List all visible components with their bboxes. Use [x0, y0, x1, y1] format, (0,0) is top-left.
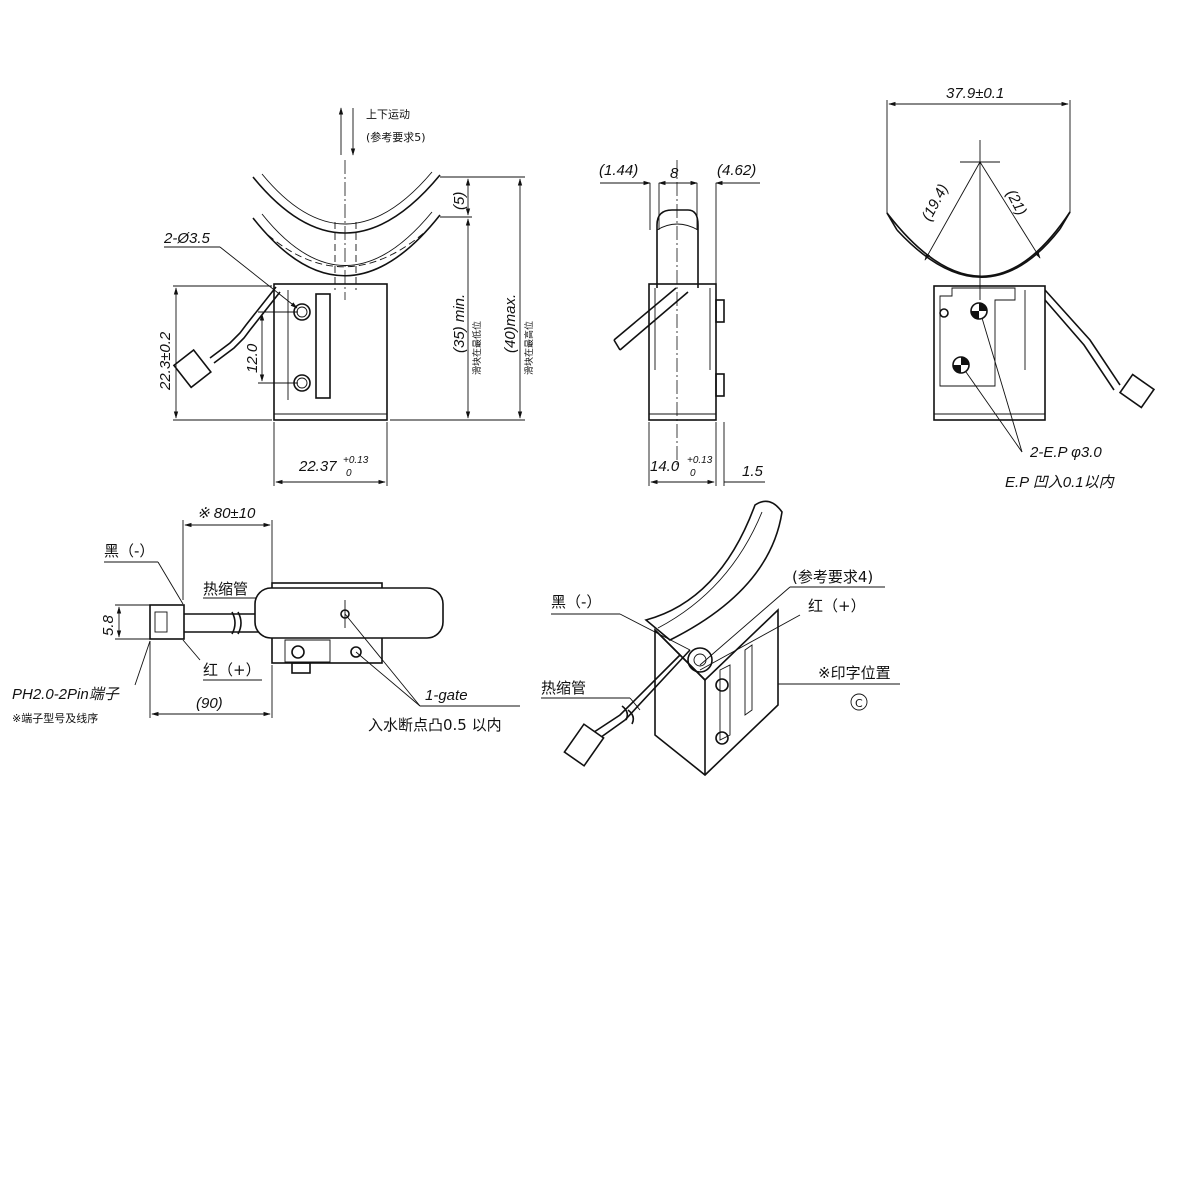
front-connector: [172, 348, 212, 389]
dim-1-5: 1.5: [742, 463, 764, 480]
dim-22-37: 22.37: [298, 458, 337, 475]
tol-zero-a: 0: [346, 468, 352, 479]
dim-21: (21): [1002, 187, 1030, 219]
ref-4-label: (参考要求4): [792, 568, 873, 586]
motion-label: 上下运动: [366, 108, 410, 121]
heat-shrink-label-1: 热缩管: [203, 580, 248, 598]
side-boss-top: [715, 299, 725, 323]
dim-14: 14.0: [650, 458, 680, 475]
front-body: [273, 283, 388, 421]
top-view: ※ 80±10 黑（-） 热缩管 5.8 红（+） (90) PH2.0-2Pi: [12, 505, 520, 734]
side-wire: [619, 291, 689, 351]
front-wire: [209, 286, 277, 359]
heat-shrink-label-2: 热缩管: [541, 679, 586, 697]
dim-5: (5): [451, 192, 468, 210]
dim-22-3: 22.3±0.2: [157, 331, 174, 391]
dim-19-4: (19.4): [919, 181, 952, 224]
dim-5-8: 5.8: [100, 614, 117, 636]
gate-note: 入水断点凸0.5 以内: [368, 716, 502, 734]
tol-plus-a: +0.13: [343, 455, 369, 466]
rear-arc-outer: [886, 211, 1071, 277]
rear-connector: [1118, 373, 1156, 409]
rear-recess: [939, 287, 1016, 387]
connector-note: ※端子型号及线序: [12, 711, 98, 725]
arc-high-outer: [252, 174, 441, 234]
dim-37-9: 37.9±0.1: [946, 85, 1004, 102]
front-view: 上下运动 (参考要求5) 22.3±0.2 12.0 2-: [157, 107, 535, 486]
black-label-1: 黑（-）: [104, 542, 154, 560]
dim-8: 8: [670, 165, 679, 182]
print-mark: C: [855, 697, 863, 710]
iso-slider: [644, 500, 783, 641]
side-body: [648, 283, 717, 421]
rear-body: [933, 285, 1046, 421]
side-boss-bottom: [715, 373, 725, 397]
rear-view: (19.4) (21) 37.9±0.1 2-E.P φ3.0 E.P 凹入0.…: [886, 85, 1156, 491]
dim-35: (35) min.: [451, 294, 468, 353]
dim-40: (40)max.: [502, 294, 519, 353]
tol-zero-b: 0: [690, 468, 696, 479]
motion-ref-label: (参考要求5): [366, 130, 426, 144]
red-label-2: 红（+）: [808, 597, 866, 615]
dim-90: (90): [196, 695, 223, 712]
dim-1-44: (1.44): [599, 162, 638, 179]
side-view: (1.44) 8 (4.62) 14.0 +0.13 0 1.5: [599, 160, 765, 486]
arc-low-outer: [252, 214, 441, 277]
ep-label: 2-E.P φ3.0: [1029, 444, 1102, 461]
dim-35-note: 滑块在最低位: [471, 321, 483, 375]
red-label-1: 红（+）: [203, 661, 261, 679]
rear-wire: [1044, 289, 1121, 386]
black-label-2: 黑（-）: [551, 593, 601, 611]
dim-80: ※ 80±10: [197, 505, 256, 522]
connector-label: PH2.0-2Pin端子: [12, 686, 120, 703]
front-slot: [315, 293, 331, 399]
holes-label: 2-Ø3.5: [163, 230, 211, 247]
print-pos-label: ※印字位置: [818, 664, 891, 682]
iso-view: (参考要求4) 黑（-） 红（+） 热缩管 ※印字位置 C: [541, 500, 900, 777]
print-mark-circle: [850, 693, 868, 711]
ep-note: E.P 凹入0.1以内: [1005, 474, 1116, 491]
iso-connector: [563, 723, 605, 767]
dim-12: 12.0: [244, 343, 261, 373]
dim-4-62: (4.62): [717, 162, 756, 179]
gate-label: 1-gate: [425, 687, 468, 704]
tol-plus-b: +0.13: [687, 455, 713, 466]
side-slider: [656, 209, 699, 288]
dim-40-note: 滑块在最高位: [523, 321, 535, 375]
